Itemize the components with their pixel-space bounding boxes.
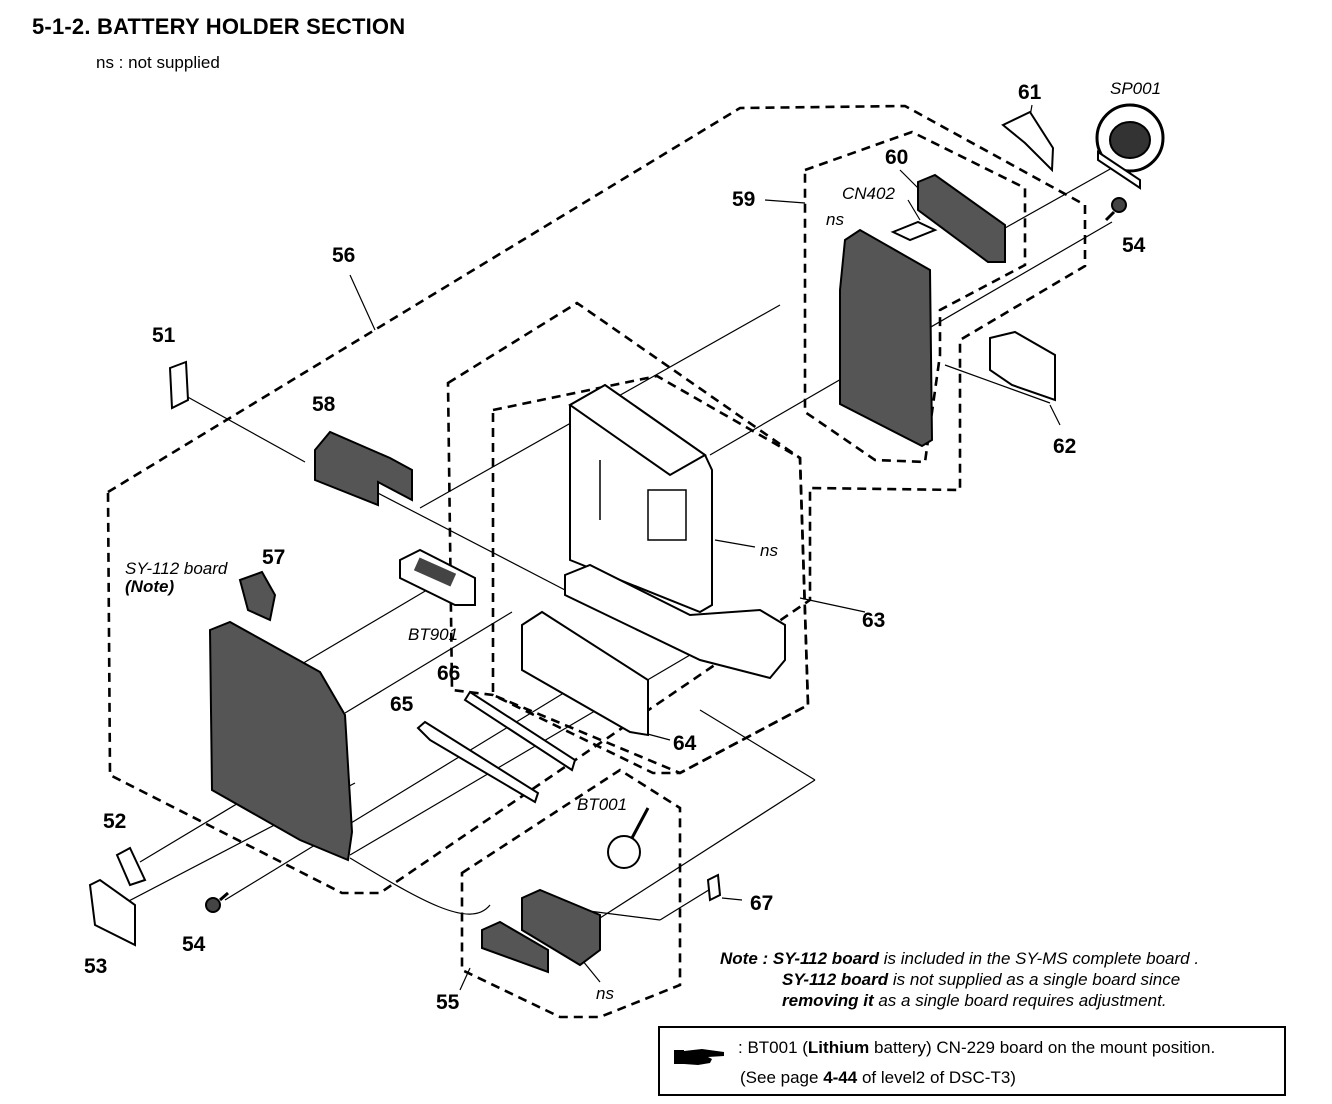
part-60-connector: [917, 173, 1006, 263]
part-66-strip: [463, 690, 577, 772]
callout-58: 58: [312, 393, 336, 416]
part-58-holder: [314, 430, 413, 507]
part-64-board: [521, 610, 649, 737]
leader-54a: [224, 679, 586, 901]
part-54-screw-top: [1104, 197, 1127, 222]
part-55-connector: [481, 920, 549, 974]
part-53-sheet: [88, 878, 136, 947]
leader-51: [174, 389, 306, 463]
part-cn402: [890, 220, 938, 242]
callout-51: 51: [152, 324, 176, 347]
leader-bt901b: [344, 611, 513, 714]
pointing-hand-icon: [674, 1046, 726, 1073]
group-outline-64inner: [491, 374, 810, 775]
note-line2-wrap: SY-112 board is not supplied as a single…: [720, 969, 1199, 990]
note-block: Note : SY-112 board is included in the S…: [720, 948, 1199, 1011]
callout-63: 63: [862, 609, 885, 632]
mount-line2-b: 4-44: [823, 1068, 858, 1087]
note-line3-bold: removing it: [782, 991, 874, 1010]
part-59-board: [839, 228, 934, 448]
callout-66: 66: [437, 662, 460, 685]
note-line3: as a single board requires adjustment.: [873, 991, 1167, 1010]
part-67: [706, 873, 722, 902]
part-51-sheet: [168, 360, 190, 410]
leader-67b: [659, 887, 713, 921]
leader-bt001: [699, 709, 816, 781]
mount-position-box: : BT001 (Lithium battery) CN-229 board o…: [658, 1026, 1286, 1096]
pointer-ns-mid: [714, 539, 756, 548]
callout-60: 60: [885, 146, 908, 169]
leader-sp001: [1004, 167, 1113, 229]
callout-62: 62: [1053, 435, 1076, 458]
group-outline-55: [460, 768, 682, 1019]
group-outline-56: [106, 104, 1087, 895]
pointer-59: [764, 199, 806, 204]
pointer-62: [1049, 404, 1061, 426]
callout-57: 57: [262, 546, 285, 569]
callout-64: 64: [673, 732, 697, 755]
callout-67: 67: [750, 892, 773, 915]
label-note-ref: (Note): [125, 577, 174, 596]
leader-58b: [371, 489, 566, 591]
mount-line1: : BT001 (Lithium battery) CN-229 board o…: [738, 1038, 1215, 1058]
note-line1: is included in the SY-MS complete board …: [879, 949, 1200, 968]
leader-55: [599, 779, 816, 919]
label-bt901: BT901: [408, 625, 458, 644]
pointer-67: [721, 897, 743, 901]
part-bt901-contacts: [413, 557, 457, 587]
label-ns-mid: ns: [760, 541, 778, 560]
note-line2-bold: SY-112 board: [782, 970, 889, 989]
part-55-board: [521, 888, 601, 967]
part-63-frame: [564, 383, 786, 680]
leader-cable: [349, 857, 491, 915]
label-ns-top: ns: [826, 210, 844, 229]
note-line1-bold: SY-112 board: [772, 949, 880, 968]
part-sp001-speaker: [1095, 103, 1165, 190]
callout-52: 52: [103, 810, 126, 833]
mount-line2-a: (See page: [740, 1068, 824, 1087]
label-cn402: CN402: [842, 184, 895, 203]
mount-line2: (See page 4-44 of level2 of DSC-T3): [740, 1068, 1016, 1088]
leader-bt901a: [299, 586, 433, 666]
callout-53: 53: [84, 955, 107, 978]
note-label: Note :: [720, 949, 769, 968]
label-sy112-board: SY-112 board: [125, 559, 228, 578]
mount-line1-b: Lithium: [807, 1038, 870, 1057]
callout-59: 59: [732, 188, 755, 211]
label-sp001: SP001: [1110, 79, 1161, 98]
note-line3-wrap: removing it as a single board requires a…: [720, 990, 1199, 1011]
callout-56: 56: [332, 244, 355, 267]
callout-54-top: 54: [1122, 234, 1146, 257]
callout-54-bottom: 54: [182, 933, 206, 956]
part-54-screw-bottom: [205, 891, 229, 913]
mount-line1-a: : BT001 (: [738, 1038, 808, 1057]
callout-65: 65: [390, 693, 414, 716]
part-57: [238, 570, 277, 622]
mount-line2-c: of level2 of DSC-T3): [857, 1068, 1016, 1087]
part-bt001-battery: [607, 807, 650, 869]
callout-55: 55: [436, 991, 460, 1014]
pointer-55: [459, 967, 471, 991]
pointer-56: [349, 274, 376, 331]
label-bt001: BT001: [577, 795, 627, 814]
group-outline-59: [803, 130, 1027, 464]
pointer-60: [899, 169, 921, 191]
mount-line1-c: battery) CN-229 board on the mount posit…: [869, 1038, 1216, 1057]
part-61-sheet: [1001, 110, 1055, 173]
legend-ns: ns : not supplied: [96, 53, 220, 72]
callout-61: 61: [1018, 81, 1042, 104]
pointer-63: [799, 597, 866, 613]
label-ns-bottom: ns: [596, 984, 614, 1003]
part-62-sheet: [989, 330, 1056, 402]
leader-62: [944, 364, 1051, 404]
page-title: 5-1-2. BATTERY HOLDER SECTION: [32, 14, 406, 39]
part-52-sheet: [115, 846, 147, 887]
part-65-strip: [416, 720, 540, 804]
note-line2: is not supplied as a single board since: [888, 970, 1181, 989]
pointer-cn402: [907, 199, 921, 221]
part-sy112-board: [208, 620, 354, 862]
